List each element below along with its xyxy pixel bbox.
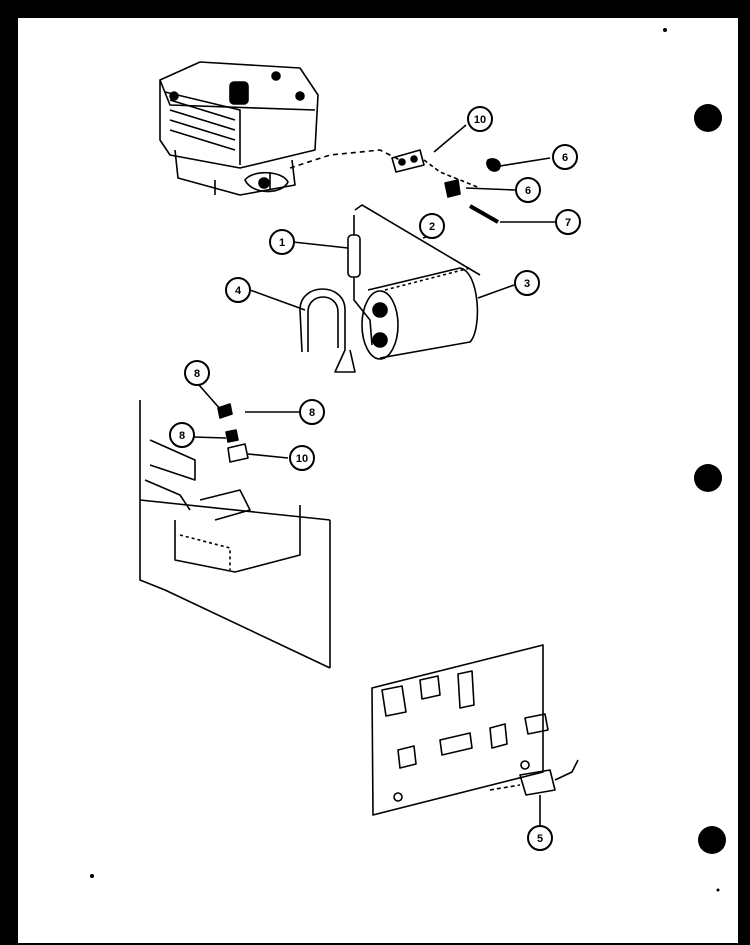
speck — [90, 874, 94, 878]
callout-label: 8 — [194, 368, 200, 380]
callout-label: 7 — [565, 217, 571, 229]
punch-hole — [698, 826, 726, 854]
callout-c3: 3 — [514, 270, 540, 296]
fuse-clip-assembly — [391, 149, 501, 224]
callout-c2: 2 — [419, 213, 445, 239]
callout-c1: 1 — [269, 229, 295, 255]
callout-c4: 4 — [225, 277, 251, 303]
callout-c6a: 6 — [552, 144, 578, 170]
callout-label: 1 — [279, 237, 285, 249]
callout-label: 4 — [235, 285, 242, 297]
callout-c6b: 6 — [515, 177, 541, 203]
callout-label: 6 — [562, 152, 568, 164]
chassis-illustration — [139, 400, 331, 669]
diode-illustration — [347, 204, 481, 346]
capacitor-bracket-illustration — [299, 288, 356, 373]
callout-label: 6 — [525, 185, 531, 197]
callout-label: 8 — [309, 407, 315, 419]
callout-label: 3 — [524, 278, 530, 290]
callout-label: 5 — [537, 833, 543, 845]
control-board-illustration — [371, 644, 579, 816]
magnetron-illustration — [159, 61, 401, 196]
callout-c7: 7 — [555, 209, 581, 235]
callout-c8b: 8 — [169, 422, 195, 448]
callout-c8a: 8 — [184, 360, 210, 386]
callout-label: 8 — [179, 430, 185, 442]
callout-label: 10 — [474, 114, 486, 126]
callout-label: 2 — [429, 221, 435, 233]
callout-c10b: 10 — [289, 445, 315, 471]
speck — [663, 28, 667, 32]
callout-c8c: 8 — [299, 399, 325, 425]
punch-hole — [694, 464, 722, 492]
punch-hole — [694, 104, 722, 132]
callout-c5: 5 — [527, 825, 553, 851]
speck — [716, 888, 720, 892]
callout-label: 10 — [296, 453, 308, 465]
callout-c10a: 10 — [467, 106, 493, 132]
paper-sheet — [18, 18, 738, 943]
screw-hardware — [217, 403, 249, 463]
capacitor-illustration — [361, 267, 479, 360]
